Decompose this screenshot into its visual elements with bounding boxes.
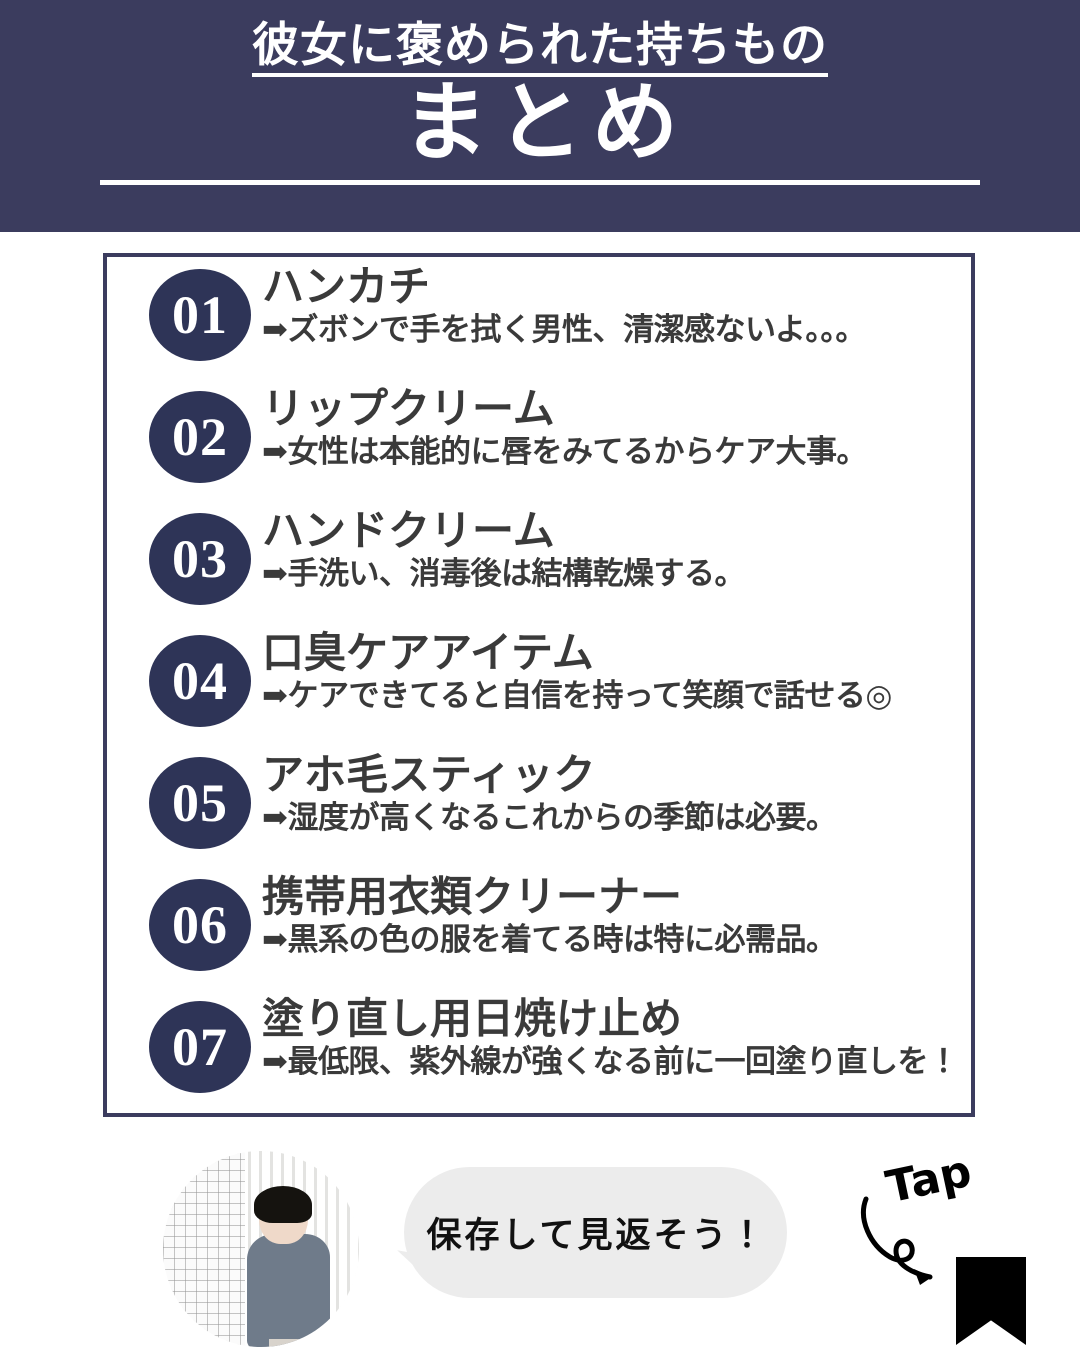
- item-text-block: 塗り直し用日焼け止め➡最低限、紫外線が強くなる前に一回塗り直しを！: [262, 995, 962, 1080]
- bookmark-icon[interactable]: [956, 1257, 1026, 1345]
- avatar-hair: [254, 1186, 312, 1224]
- item-description: ➡湿度が高くなるこれからの季節は必要。: [262, 800, 837, 836]
- avatar: [163, 1151, 359, 1347]
- speech-bubble: 保存して見返そう！: [404, 1167, 787, 1298]
- item-title: 口臭ケアアイテム: [262, 628, 594, 677]
- item-number-badge: 06: [149, 879, 251, 971]
- avatar-legs: [269, 1338, 301, 1347]
- page-title: まとめ: [402, 72, 687, 173]
- item-title: ハンドクリーム: [262, 506, 555, 555]
- avatar-person: [237, 1186, 359, 1347]
- header-banner: 彼女に褒められた持ちもの まとめ: [0, 0, 1080, 232]
- item-text-block: ハンカチ➡ズボンで手を拭く男性、清潔感ないよ。。。: [262, 263, 962, 348]
- item-description: ➡ズボンで手を拭く男性、清潔感ないよ。。。: [262, 312, 866, 348]
- header-divider: [100, 180, 980, 185]
- item-text-block: ハンドクリーム➡手洗い、消毒後は結構乾燥する。: [262, 507, 962, 592]
- item-title: ハンカチ: [262, 262, 431, 311]
- avatar-background-mesh: [163, 1151, 246, 1347]
- item-text-block: リップクリーム➡女性は本能的に唇をみてるからケア大事。: [262, 385, 962, 470]
- item-title: リップクリーム: [262, 384, 555, 433]
- item-number-badge: 07: [149, 1001, 251, 1093]
- item-description: ➡黒系の色の服を着てる時は特に必需品。: [262, 922, 837, 958]
- item-text-block: 口臭ケアアイテム➡ケアできてると自信を持って笑顔で話せる◎: [262, 629, 962, 714]
- speech-bubble-text: 保存して見返そう！: [426, 1216, 768, 1256]
- item-title: 携帯用衣類クリーナー: [262, 872, 683, 921]
- item-description: ➡最低限、紫外線が強くなる前に一回塗り直しを！: [262, 1044, 959, 1080]
- curved-arrow-icon: [861, 1196, 933, 1285]
- item-title: 塗り直し用日焼け止め: [262, 994, 683, 1043]
- item-text-block: アホ毛スティック➡湿度が高くなるこれからの季節は必要。: [262, 751, 962, 836]
- item-number-badge: 01: [149, 269, 251, 361]
- item-description: ➡女性は本能的に唇をみてるからケア大事。: [262, 434, 867, 470]
- avatar-sweater: [247, 1234, 330, 1347]
- item-text-block: 携帯用衣類クリーナー➡黒系の色の服を着てる時は特に必需品。: [262, 873, 962, 958]
- item-number-badge: 05: [149, 757, 251, 849]
- footer-cta: 保存して見返そう！ Tap: [0, 1125, 1080, 1350]
- header-eyebrow: 彼女に褒められた持ちもの: [0, 21, 1080, 78]
- item-number-badge: 04: [149, 635, 251, 727]
- item-number-badge: 03: [149, 513, 251, 605]
- item-description: ➡手洗い、消毒後は結構乾燥する。: [262, 556, 745, 592]
- item-title: アホ毛スティック: [262, 750, 596, 799]
- header-eyebrow-text: 彼女に褒められた持ちもの: [252, 21, 828, 78]
- item-description: ➡ケアできてると自信を持って笑顔で話せる◎: [262, 678, 892, 714]
- item-number-badge: 02: [149, 391, 251, 483]
